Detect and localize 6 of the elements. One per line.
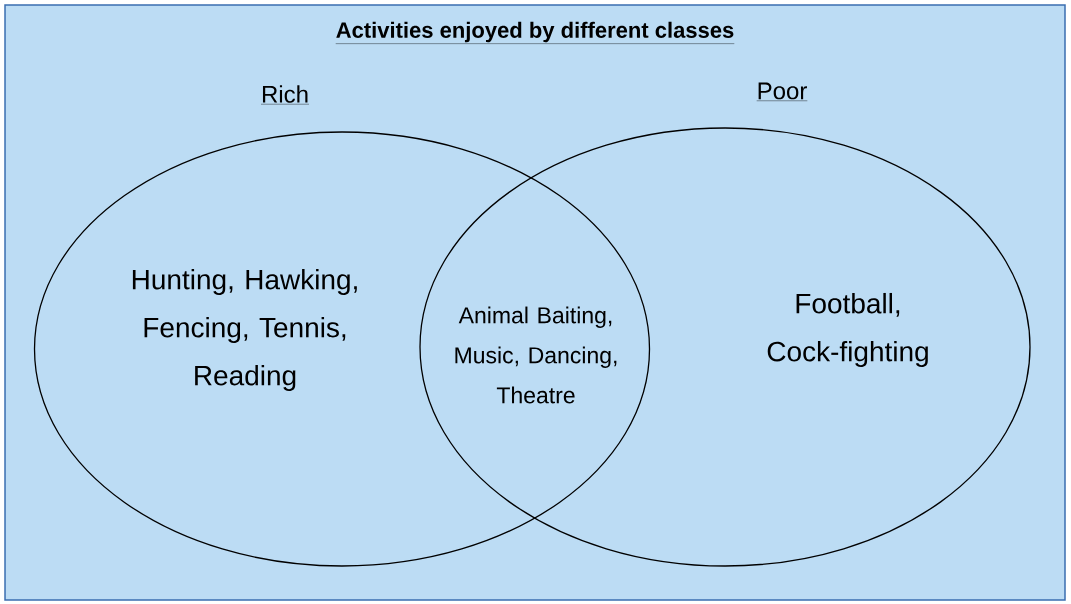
circle-heading: Rich [260, 85, 310, 105]
activity-text: Hunting, Hawking, Fencing, Tennis, Reading [132, 268, 357, 392]
title: Activities enjoyed by different classes [335, 21, 735, 44]
circle-heading: Poor [756, 82, 808, 101]
activity-text: Football, Cock-fighting [767, 292, 928, 368]
overlap-text: Animal Baiting, Music, Dancing, Theatre [455, 306, 617, 404]
